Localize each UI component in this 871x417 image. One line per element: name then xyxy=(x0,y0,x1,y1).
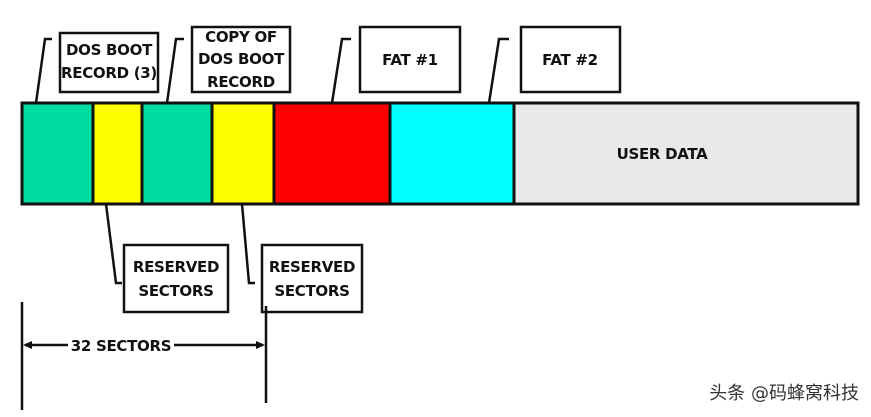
segment-fat-1 xyxy=(272,101,392,206)
segment-reserved-sectors-2 xyxy=(210,101,276,206)
label-copy-line1: COPY OF xyxy=(205,28,277,46)
leader-dos-boot-record xyxy=(34,37,52,104)
label-box-reserved-1 xyxy=(122,243,230,314)
label-box-copy-of-dos-boot-record xyxy=(190,25,292,94)
segment-reserved-sectors-1 xyxy=(91,101,144,206)
segment-dos-boot-record xyxy=(20,101,95,206)
leader-reserved-1 xyxy=(104,203,122,285)
label-box-fat-1 xyxy=(358,25,462,94)
arrowhead-right xyxy=(256,341,265,349)
leader-copy-of-dos-boot-record xyxy=(165,37,184,104)
leader-fat-2 xyxy=(487,37,509,104)
watermark: 头条 @码蜂窝科技 xyxy=(709,383,859,404)
label-fat-1: FAT #1 xyxy=(382,51,438,69)
label-copy-line2: DOS BOOT xyxy=(198,50,285,68)
label-dos-boot-record-line2: RECORD (3) xyxy=(61,64,157,82)
label-reserved-1-line2: SECTORS xyxy=(138,282,213,300)
segment-copy-of-dos-boot-record xyxy=(140,101,214,206)
label-copy-line3: RECORD xyxy=(207,73,275,91)
arrowhead-left xyxy=(23,341,32,349)
label-box-dos-boot-record xyxy=(58,31,160,94)
label-dos-boot-record-line1: DOS BOOT xyxy=(66,41,153,59)
label-reserved-2-line2: SECTORS xyxy=(274,282,349,300)
user-data-texture xyxy=(516,105,856,202)
label-fat-2: FAT #2 xyxy=(542,51,598,69)
user-data-label: USER DATA xyxy=(617,145,709,163)
leader-fat-1 xyxy=(330,37,351,104)
segment-fat-2 xyxy=(388,101,516,206)
label-box-reserved-2 xyxy=(260,243,364,314)
dimension-label: 32 SECTORS xyxy=(71,337,172,355)
label-reserved-1-line1: RESERVED xyxy=(133,258,219,276)
label-box-fat-2 xyxy=(519,25,622,94)
leader-reserved-2 xyxy=(240,203,255,285)
label-reserved-2-line1: RESERVED xyxy=(269,258,355,276)
